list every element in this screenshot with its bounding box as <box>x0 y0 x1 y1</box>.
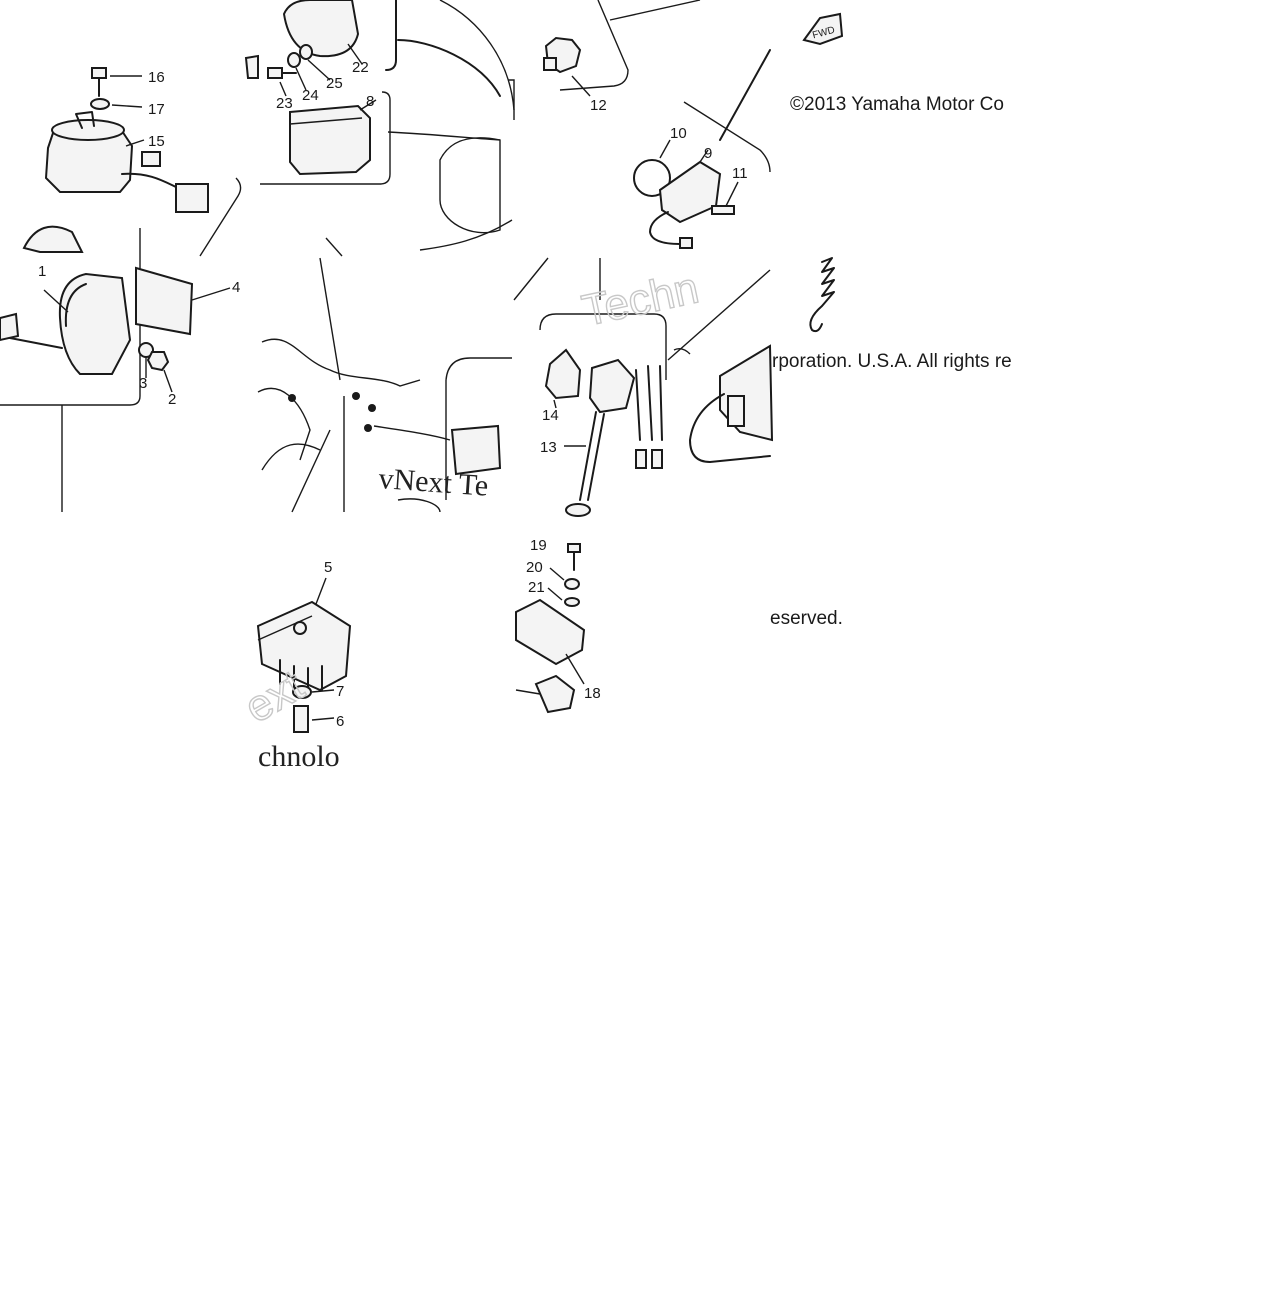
callout-15: 15 <box>148 133 165 150</box>
horn-cover <box>22 225 84 253</box>
tile-frame-harness <box>257 237 512 513</box>
callout-18: 18 <box>584 685 601 702</box>
connector-small <box>141 151 161 167</box>
tile-sensor <box>633 49 771 249</box>
copyright-line-1: ©2013 Yamaha Motor Co <box>790 94 1004 115</box>
o-ring-10 <box>633 159 671 197</box>
callout-12: 12 <box>590 97 607 114</box>
spring-part <box>809 257 835 333</box>
coupler-15 <box>175 183 209 213</box>
callout-13: 13 <box>540 439 557 456</box>
nut-2 <box>146 351 170 372</box>
relay-8 <box>289 104 371 176</box>
washer-7 <box>292 685 312 699</box>
bolt-6 <box>293 705 309 733</box>
tile-horn <box>0 225 231 512</box>
tile-cdi-unit <box>689 344 774 463</box>
callout-20: 20 <box>526 559 543 576</box>
tile-neutral-switch <box>543 0 701 97</box>
tile-starter-switch <box>513 257 771 517</box>
callout-1: 1 <box>38 263 46 280</box>
horn-22 <box>282 0 360 58</box>
watermark-layer: Techn vNext Te ext chnolo <box>236 263 704 773</box>
washer-24 <box>287 52 301 68</box>
tile-igniter <box>515 543 586 714</box>
watermark-text-2: vNext Te <box>378 462 490 503</box>
bolt-19 <box>567 543 581 553</box>
watermark-text-4: chnolo <box>258 740 340 773</box>
tile-frame <box>385 0 515 251</box>
callout-3: 3 <box>139 375 147 392</box>
tile-regulator <box>256 577 352 733</box>
callout-21: 21 <box>528 579 545 596</box>
bolt-16 <box>91 67 107 79</box>
callout-17: 17 <box>148 101 165 118</box>
callout-24: 24 <box>302 87 319 104</box>
washer-25 <box>299 44 313 60</box>
callout-5: 5 <box>324 559 332 576</box>
copyright-line-2: rporation. U.S.A. All rights re <box>772 351 1012 372</box>
callout-22: 22 <box>352 59 369 76</box>
copyright-notice: ©2013 Yamaha Motor Co rporation. U.S.A. … <box>770 94 1012 629</box>
callout-23: 23 <box>276 95 293 112</box>
callout-labels: 1 2 3 4 5 6 7 8 9 10 11 12 13 14 15 16 1… <box>38 59 748 730</box>
label-plate-4 <box>135 266 194 336</box>
callout-2: 2 <box>168 391 176 408</box>
callout-7: 7 <box>336 683 344 700</box>
tile-horn-relay <box>244 0 391 185</box>
callout-8: 8 <box>366 93 374 110</box>
callout-9: 9 <box>704 145 712 162</box>
bracket-14 <box>544 348 582 400</box>
screw-11 <box>711 205 735 215</box>
relay-unit <box>450 424 502 476</box>
callout-6: 6 <box>336 713 344 730</box>
washer-20 <box>564 578 580 590</box>
callout-14: 14 <box>542 407 559 424</box>
callout-11: 11 <box>732 165 748 182</box>
rod-13-end <box>565 503 591 517</box>
callout-4: 4 <box>232 279 240 296</box>
callout-19: 19 <box>530 537 547 554</box>
coupler-18 <box>534 674 576 714</box>
watermark-text-1: Techn <box>578 263 703 335</box>
igniter-18 <box>515 598 586 666</box>
washer-21 <box>564 597 580 607</box>
switch-body <box>588 358 636 414</box>
callout-10: 10 <box>670 125 687 142</box>
tile-ignition-switch <box>0 67 242 406</box>
direction-badge: FWD <box>802 12 844 46</box>
horn-1 <box>58 272 132 375</box>
bolt-23 <box>267 67 283 79</box>
callout-16: 16 <box>148 69 165 86</box>
copyright-line-3: eserved. <box>770 608 843 629</box>
callout-25: 25 <box>326 75 343 92</box>
washer-17 <box>90 98 110 110</box>
